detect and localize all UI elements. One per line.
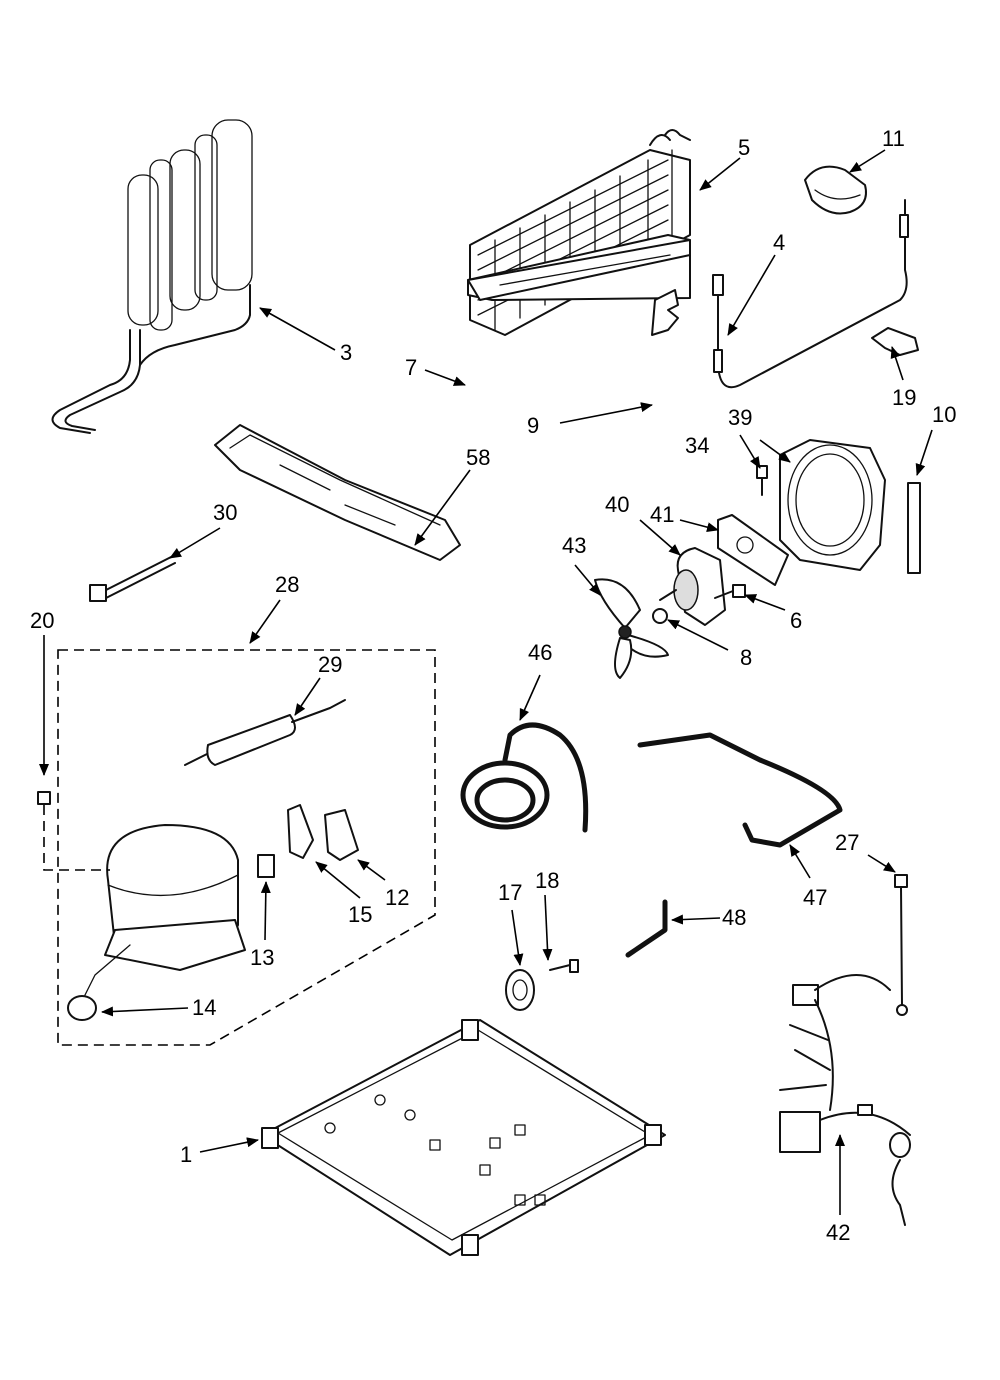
grommet-14 [67,944,131,1021]
screw-6 [714,584,746,599]
callout-47: 47 [803,885,827,910]
filter-drier [184,699,346,766]
drain-trough [467,234,691,301]
callout-30: 30 [213,500,237,525]
screw-18 [549,959,579,973]
callout-5: 5 [738,135,750,160]
callout-10: 10 [932,402,956,427]
clip-19 [871,327,919,356]
motor-bracket [717,514,789,586]
callout-27: 27 [835,830,859,855]
callout-3: 3 [340,340,352,365]
callout-4: 4 [773,230,785,255]
fan-shroud [779,439,886,571]
callout-7: 7 [405,355,417,380]
callout-28: 28 [275,572,299,597]
fan-motor [659,547,726,626]
nut [652,608,668,624]
fan-blade [594,578,669,679]
callout-13: 13 [250,945,274,970]
screw-20 [37,791,110,871]
leader-lines [39,149,933,1215]
callout-9: 9 [527,413,539,438]
callout-20: 20 [30,608,54,633]
compressor-kit-outline [57,649,436,1046]
callout-labels: 1 3 4 5 6 7 8 9 10 11 12 13 14 15 17 18 … [30,126,956,1245]
base-frame [261,1019,666,1256]
callout-8: 8 [740,645,752,670]
compressor [104,824,246,971]
short-tube [625,899,668,958]
callout-58: 58 [466,445,490,470]
grommet [505,969,535,1011]
callout-39: 39 [728,405,752,430]
clip [651,289,679,336]
cable-tie [89,554,176,602]
line-tube [637,732,843,848]
callout-46: 46 [528,640,552,665]
callout-12: 12 [385,885,409,910]
callout-17: 17 [498,880,522,905]
callout-48: 48 [722,905,746,930]
callout-19: 19 [892,385,916,410]
drain-pan [214,424,461,561]
callout-18: 18 [535,868,559,893]
callout-15: 15 [348,902,372,927]
screw-27 [894,874,908,1016]
callout-14: 14 [192,995,216,1020]
callout-43: 43 [562,533,586,558]
callout-41: 41 [650,502,674,527]
screw-34 [756,465,768,496]
callout-1: 1 [180,1142,192,1167]
relay-15 [287,804,314,859]
condenser-coil [51,119,253,434]
callout-40: 40 [605,492,629,517]
drain-tube [460,722,589,833]
callout-34: 34 [685,433,709,458]
callout-29: 29 [318,652,342,677]
callout-6: 6 [790,608,802,633]
sensor-wire [712,199,909,389]
cap [804,165,867,215]
relay-12 [324,809,359,861]
overload-13 [257,854,275,878]
callout-42: 42 [826,1220,850,1245]
strip [907,482,921,574]
callout-11: 11 [882,126,905,151]
wiring-harness [779,974,911,1226]
